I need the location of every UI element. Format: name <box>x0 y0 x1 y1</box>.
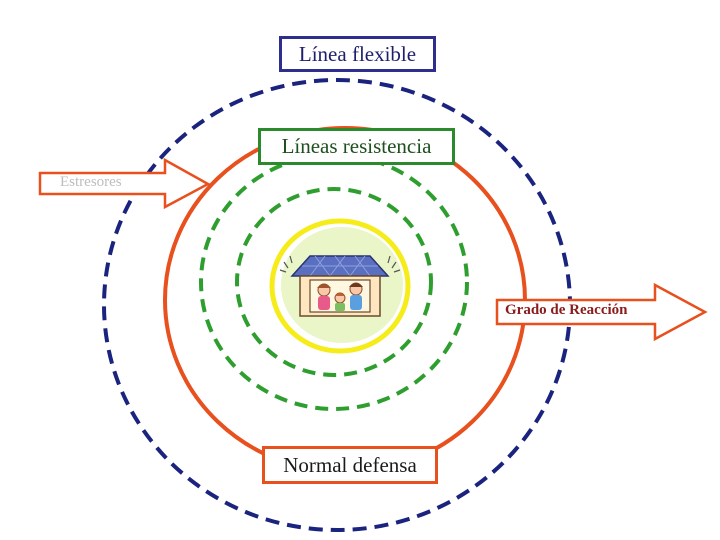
stressors-label: Estresores <box>60 174 122 190</box>
family-house-icon <box>279 255 401 317</box>
normal-defense-label: Normal defensa <box>262 446 438 484</box>
flexible-line-label: Línea flexible <box>279 36 436 72</box>
reaction-degree-label: Grado de Reacción <box>505 302 628 318</box>
reaction-arrow <box>495 282 708 342</box>
resistance-lines-label: Líneas resistencia <box>258 128 455 165</box>
resistance-line-inner <box>235 187 433 377</box>
stressor-arrow <box>38 157 211 210</box>
